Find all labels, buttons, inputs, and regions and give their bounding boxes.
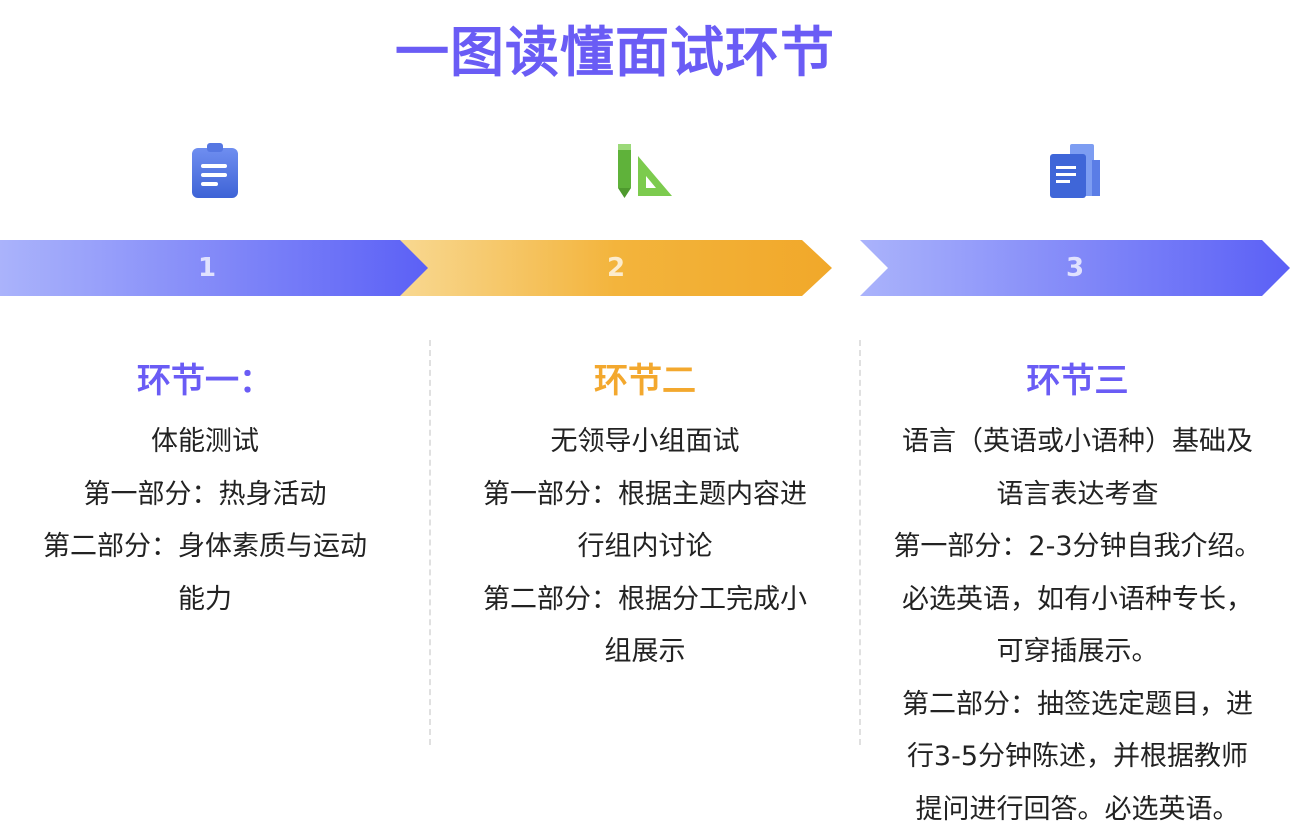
stage-3-line: 必选英语，如有小语种专长， [880,574,1275,627]
stage-1-line: 能力 [10,574,400,627]
stage-1-panel: 环节一： 体能测试 第一部分：热身活动 第二部分：身体素质与运动 能力 [10,356,400,626]
stage-2-panel: 环节二 无领导小组面试 第一部分：根据主题内容进 行组内讨论 第二部分：根据分工… [450,356,840,679]
ruler-pencil-icon [610,140,680,202]
column-divider [859,340,861,745]
stage-2-line: 第二部分：根据分工完成小 [450,574,840,627]
stage-2-line: 无领导小组面试 [450,416,840,469]
stage-3-line: 第二部分：抽签选定题目，进 [880,679,1275,732]
stage-3-line: 行3-5分钟陈述，并根据教师 [880,731,1275,784]
stage-3-line: 语言（英语或小语种）基础及 [880,416,1275,469]
stage-3-line: 可穿插展示。 [880,626,1275,679]
stage-2-line: 组展示 [450,626,840,679]
stage-3-number: 3 [860,240,1290,296]
stage-2-arrow: 2 [400,240,834,296]
page-title: 一图读懂面试环节 [0,8,1230,87]
stage-1-line: 第二部分：身体素质与运动 [10,521,400,574]
stage-1-arrow: 1 [0,240,432,296]
stage-3-panel: 环节三 语言（英语或小语种）基础及 语言表达考查 第一部分：2-3分钟自我介绍。… [880,356,1275,836]
stage-3-line: 提问进行回答。必选英语。 [880,784,1275,836]
stage-3-heading: 环节三 [880,356,1275,406]
stage-3-line: 第一部分：2-3分钟自我介绍。 [880,521,1275,574]
stage-3-line: 语言表达考查 [880,469,1275,522]
stage-3-arrow: 3 [860,240,1292,296]
clipboard-icon [180,140,250,202]
stage-1-heading: 环节一： [10,356,400,406]
column-divider [429,340,431,745]
stage-2-line: 第一部分：根据主题内容进 [450,469,840,522]
stage-1-line: 第一部分：热身活动 [10,469,400,522]
stage-1-number: 1 [0,240,414,296]
stage-2-number: 2 [400,240,832,296]
document-stack-icon [1040,140,1110,202]
stage-1-line: 体能测试 [10,416,400,469]
stage-2-line: 行组内讨论 [450,521,840,574]
stage-2-heading: 环节二 [450,356,840,406]
